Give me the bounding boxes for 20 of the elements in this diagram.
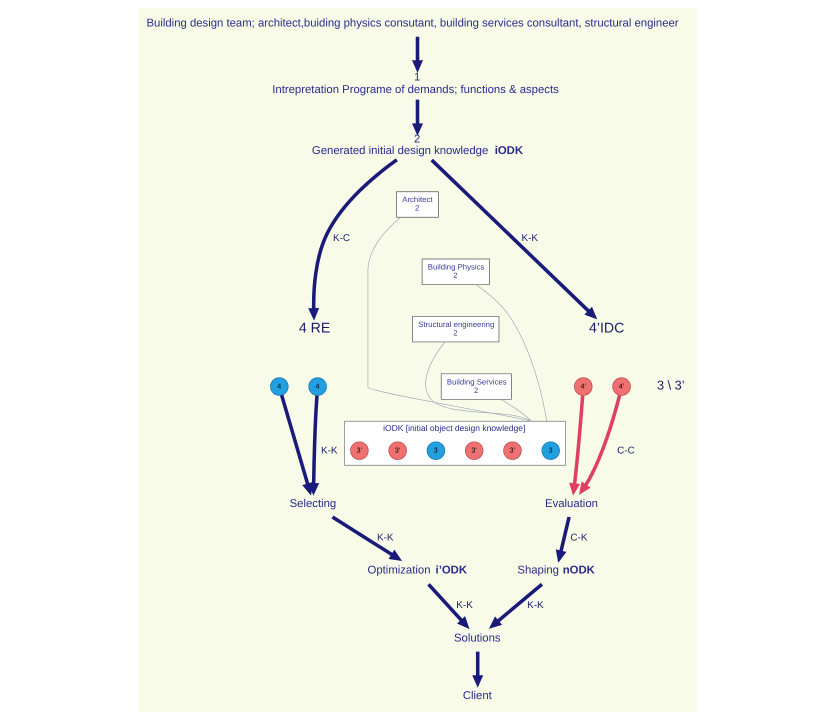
edge-label: K-K [376, 532, 394, 544]
edge-label: K-C [333, 232, 350, 244]
edge-label: K-K [320, 445, 338, 456]
node-text: Selecting [290, 498, 336, 510]
node-text: Evaluation [545, 498, 598, 510]
node-text: 2 Generated initial design knowledge iODK [312, 134, 524, 158]
node-text: Client [462, 690, 492, 702]
edge-label: C-K [570, 532, 588, 544]
node-text: 1 Intrepretation Programe of demands; functions & aspects [272, 71, 559, 96]
edge-label: K-K [521, 232, 538, 244]
node-text: Building design team; architect,buiding physics consutant, building services consultant, structural engineer [146, 18, 679, 30]
node-text: Shaping nODK [517, 564, 595, 576]
label: 3 \ 3’ [656, 378, 685, 393]
edge-label: C-C [617, 445, 635, 456]
edge-label: K-K [456, 600, 473, 611]
node-text: 4’IDC [588, 320, 624, 337]
node-text: Optimization i’ODK [368, 564, 468, 576]
node-text: Solutions [454, 632, 501, 644]
edge-label: K-K [527, 600, 544, 611]
node-text: 4 RE [298, 320, 330, 337]
